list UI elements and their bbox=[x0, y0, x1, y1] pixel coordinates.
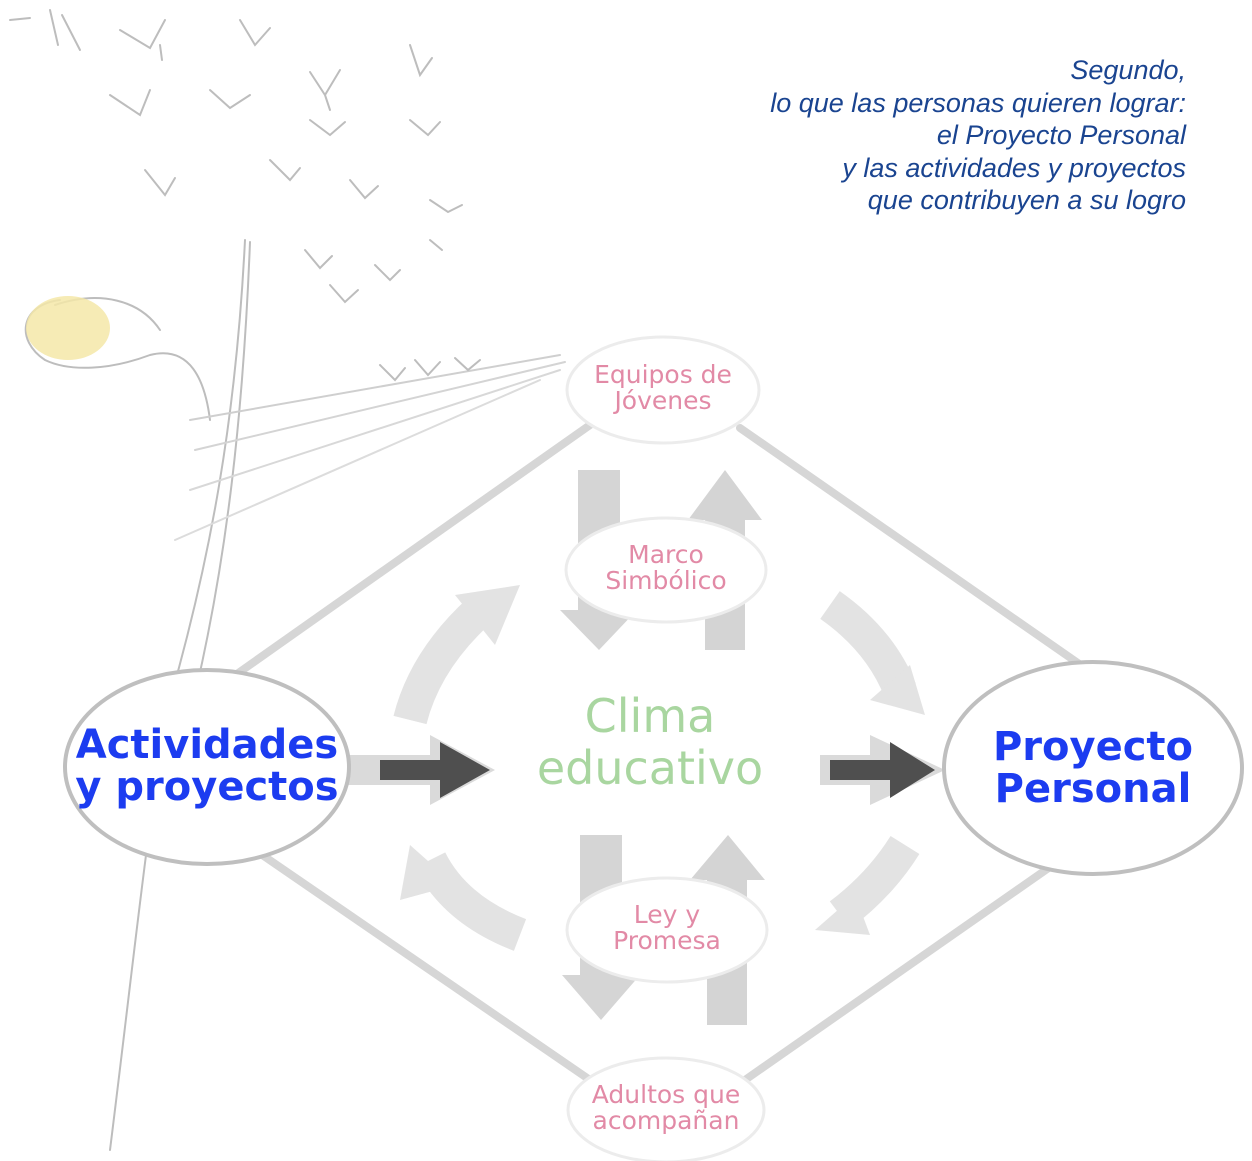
caption-text: Segundo, lo que las personas quieren log… bbox=[546, 54, 1186, 217]
node-clima-line1: Clima bbox=[584, 689, 716, 743]
node-proyecto-line2: Personal bbox=[994, 766, 1192, 812]
node-marco-label: Marco Simbólico bbox=[566, 542, 766, 594]
node-marco-ellipse bbox=[564, 516, 768, 624]
node-proyecto-label: Proyecto Personal bbox=[953, 726, 1233, 810]
node-marco-line2: Simbólico bbox=[605, 566, 727, 595]
node-proyecto-line1: Proyecto bbox=[992, 724, 1194, 770]
node-adultos-ellipse bbox=[566, 1056, 766, 1161]
node-actividades-line1: Actividades bbox=[75, 722, 339, 768]
node-clima-label: Clima educativo bbox=[480, 690, 820, 794]
node-actividades-ellipse bbox=[63, 668, 351, 866]
node-ley-label: Ley y Promesa bbox=[567, 902, 767, 954]
node-adultos-line1: Adultos que bbox=[591, 1080, 741, 1109]
node-ley-line2: Promesa bbox=[613, 926, 721, 955]
caption-line: Segundo, bbox=[1070, 55, 1186, 85]
node-adultos-label: Adultos que acompañan bbox=[566, 1082, 766, 1134]
caption-line: y las actividades y proyectos bbox=[842, 152, 1186, 183]
sun-fill bbox=[26, 296, 110, 360]
node-marco-line1: Marco bbox=[628, 540, 704, 569]
caption-line: el Proyecto Personal bbox=[936, 120, 1186, 150]
node-adultos-line2: acompañan bbox=[592, 1106, 740, 1135]
node-proyecto-ellipse bbox=[942, 660, 1244, 876]
cycle-arrowheads bbox=[400, 585, 925, 935]
flow-arrows bbox=[345, 735, 945, 805]
node-equipos-label: Equipos de Jóvenes bbox=[563, 362, 763, 414]
background-sketch bbox=[9, 9, 566, 1151]
node-ley-line1: Ley y bbox=[633, 900, 701, 929]
node-equipos-ellipse bbox=[565, 335, 761, 445]
caption-line: lo que las personas quieren lograr: bbox=[770, 87, 1186, 118]
node-ellipses bbox=[63, 335, 1244, 1161]
node-equipos-line1: Equipos de bbox=[594, 360, 732, 389]
node-ley-ellipse bbox=[565, 876, 769, 984]
node-clima-line2: educativo bbox=[536, 741, 764, 795]
node-equipos-line2: Jóvenes bbox=[614, 386, 712, 415]
caption-line: que contribuyen a su logro bbox=[867, 185, 1186, 215]
node-actividades-label: Actividades y proyectos bbox=[67, 724, 347, 808]
diamond-connectors bbox=[196, 421, 1089, 1084]
node-actividades-line2: y proyectos bbox=[75, 764, 339, 810]
